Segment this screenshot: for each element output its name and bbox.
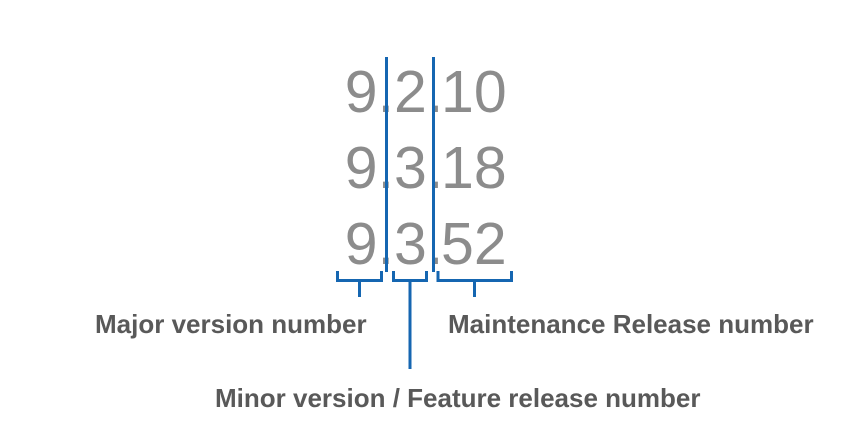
major-version-value: 9 xyxy=(344,211,378,277)
minor-version-group: 3. xyxy=(394,130,444,206)
minor-version-label: Minor version / Feature release number xyxy=(215,383,701,413)
separator-dot: . xyxy=(426,135,444,201)
maintenance-version-value: 10 xyxy=(441,59,507,125)
maintenance-version-value: 52 xyxy=(441,211,507,277)
separator-dot: . xyxy=(377,135,394,201)
major-version-value: 9 xyxy=(344,59,378,125)
separator-dot: . xyxy=(377,59,394,125)
maintenance-version-value: 18 xyxy=(441,135,507,201)
minor-version-value: 3 xyxy=(394,135,427,201)
version-row-1: 9. 2. 10 xyxy=(302,54,542,130)
major-version-group: 9. xyxy=(302,130,394,206)
major-version-group: 9. xyxy=(302,54,394,130)
major-version-value: 9 xyxy=(344,135,378,201)
minor-version-group: 2. xyxy=(394,54,444,130)
version-row-2: 9. 3. 18 xyxy=(302,130,542,206)
major-version-label: Major version number xyxy=(95,309,367,339)
separator-dot: . xyxy=(377,211,394,277)
separator-dot: . xyxy=(426,59,444,125)
minor-version-value: 3 xyxy=(394,211,427,277)
maintenance-release-label: Maintenance Release number xyxy=(448,309,814,339)
major-version-group: 9. xyxy=(302,206,394,282)
separator-dot: . xyxy=(426,211,444,277)
minor-bracket xyxy=(392,271,428,369)
version-row-3: 9. 3. 52 xyxy=(302,206,542,282)
minor-version-group: 3. xyxy=(394,206,444,282)
minor-version-value: 2 xyxy=(394,59,427,125)
